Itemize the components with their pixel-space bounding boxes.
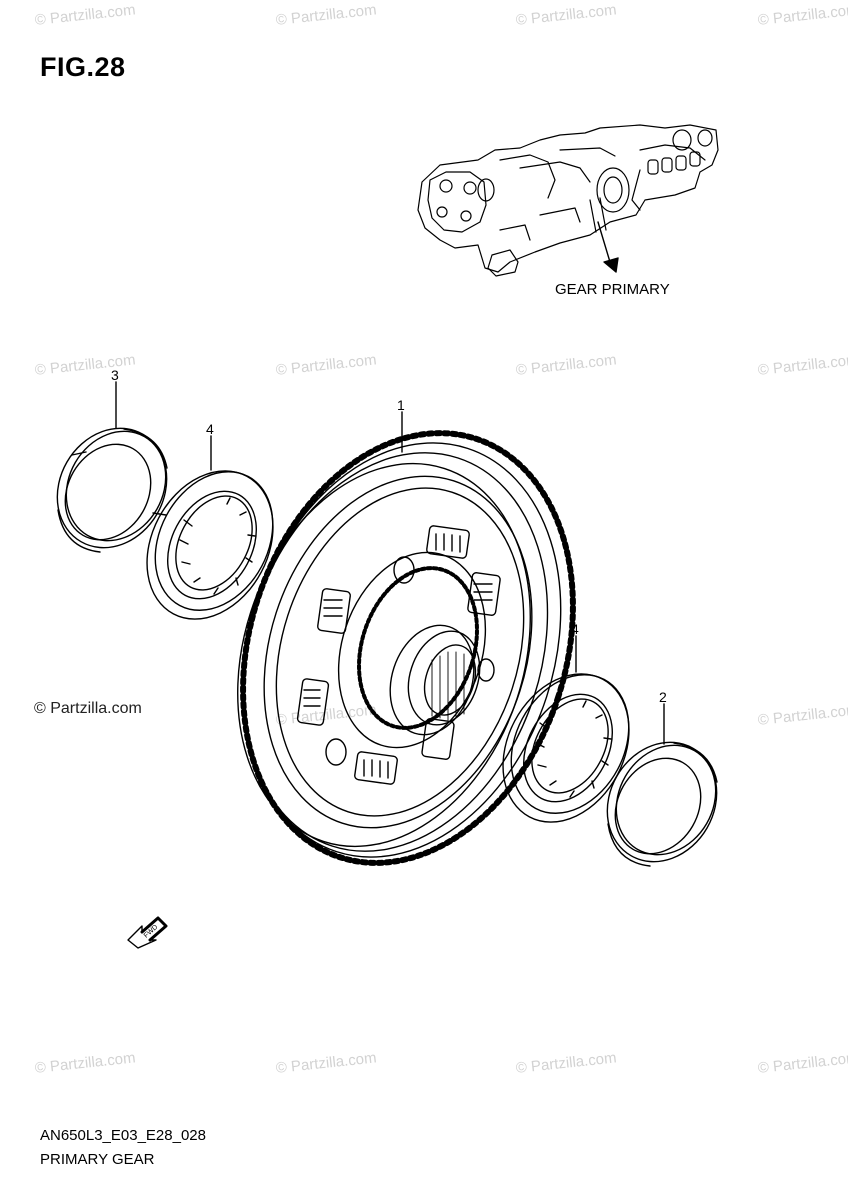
fwd-direction-arrow [127, 916, 168, 949]
gear-primary-leader [597, 221, 611, 263]
gear-primary-label: GEAR PRIMARY [555, 281, 670, 298]
part-3-oil-seal [56, 427, 168, 553]
figure-name: PRIMARY GEAR [40, 1151, 155, 1168]
part-4-bearing-lower [502, 673, 630, 823]
callout-2: 2 [659, 689, 667, 705]
figure-title: FIG.28 [40, 52, 126, 82]
callout-1: 1 [397, 397, 405, 413]
figure-code: AN650L3_E03_E28_028 [40, 1127, 206, 1144]
arrow-head-icon [603, 257, 619, 273]
callout-4-upper: 4 [206, 421, 214, 437]
part-4-bearing-upper [146, 470, 274, 620]
engine-assembly-inset [417, 124, 719, 277]
callout-3: 3 [111, 367, 119, 383]
callout-4-lower: 4 [571, 621, 579, 637]
watermark-prominent: © Partzilla.com [34, 700, 142, 717]
part-1-primary-gear [237, 430, 576, 866]
part-2-oil-seal [606, 741, 718, 867]
